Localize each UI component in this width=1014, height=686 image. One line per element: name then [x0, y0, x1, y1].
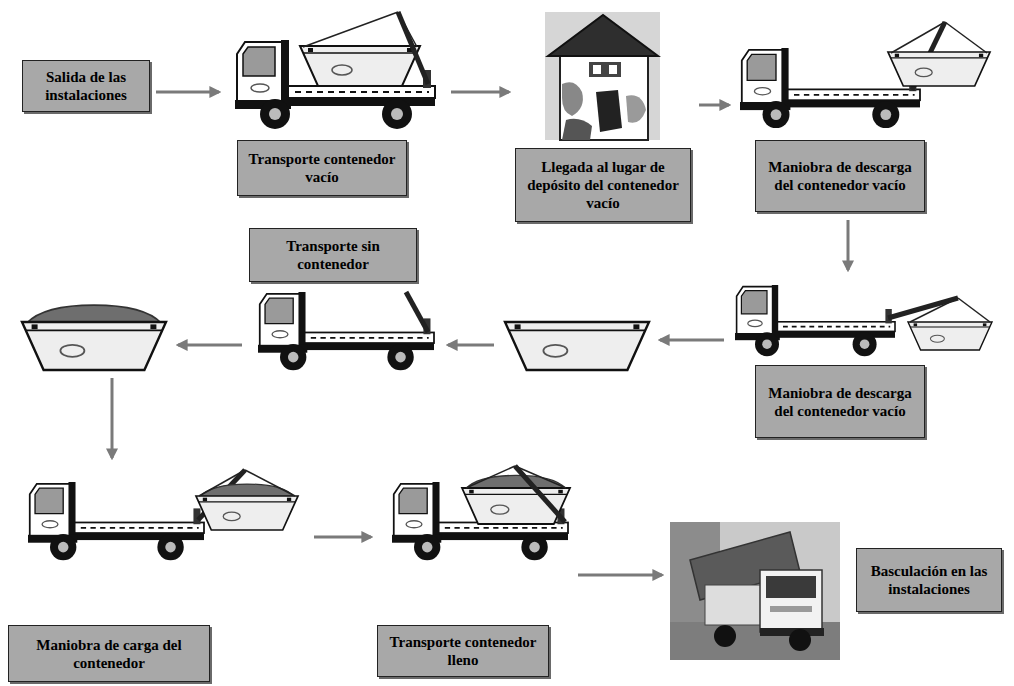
- process-step: Maniobra de descarga del contenedor vací…: [735, 15, 1005, 215]
- step-label-box: Basculación en las instalaciones: [856, 548, 1002, 612]
- truck-photo: [670, 522, 840, 660]
- flow-arrow: [448, 344, 494, 347]
- house-picture: [545, 12, 660, 140]
- truck-lifting-skip: [945, 22, 987, 53]
- house-picture: [562, 82, 583, 116]
- house-picture: [548, 15, 658, 56]
- truck-empty-skip: [235, 40, 435, 129]
- truck-loading-skip: [245, 470, 295, 496]
- truck-without-skip: [258, 292, 434, 370]
- step-label: Llegada al lugar de depósito del contene…: [522, 158, 684, 212]
- step-label: Transporte contenedor lleno: [384, 633, 542, 669]
- truck-empty-skip: [398, 12, 428, 84]
- flow-arrow: [156, 91, 219, 94]
- truck-lowering-skip: [908, 322, 992, 350]
- full-skip: [22, 305, 166, 370]
- flow-arrow: [112, 340, 724, 458]
- step-label-box: Maniobra de descarga del contenedor vací…: [755, 140, 925, 212]
- truck-full-skip: [515, 466, 565, 522]
- flow-arrow: [451, 91, 509, 94]
- truck-lowering-skip: [958, 298, 990, 322]
- process-step: Transporte contenedor vacío: [225, 10, 445, 200]
- flow-arrow: [578, 574, 662, 577]
- truck-without-skip: [406, 292, 428, 332]
- truck-loading-skip: [199, 470, 245, 496]
- truck-lifting-skip: [888, 52, 990, 86]
- truck-lowering-skip: [735, 285, 992, 356]
- process-step: Salida de las instalaciones: [22, 60, 150, 112]
- truck-photo: [770, 606, 812, 612]
- truck-empty-skip: [235, 12, 435, 129]
- flow-arrow: [699, 104, 729, 107]
- truck-lowering-skip: [735, 285, 895, 356]
- step-label: Transporte sin contenedor: [256, 237, 410, 273]
- flow-arrow: [111, 378, 114, 458]
- step-label: Transporte contenedor vacío: [244, 150, 400, 186]
- step-label: Basculación en las instalaciones: [863, 562, 995, 598]
- step-label-box: Maniobra de descarga del contenedor vací…: [755, 365, 925, 438]
- step-label-box: Salida de las instalaciones: [22, 60, 150, 112]
- house-picture: [593, 65, 601, 74]
- process-step: Llegada al lugar de depósito del contene…: [515, 10, 693, 225]
- connector-layer: [156, 92, 848, 575]
- step-label: Salida de las instalaciones: [29, 68, 143, 104]
- house-picture: [562, 119, 592, 140]
- truck-photo: [789, 629, 811, 651]
- process-step: Maniobra de carga del contenedor: [8, 465, 308, 683]
- truck-photo: [670, 522, 840, 660]
- step-label: Maniobra de carga del contenedor: [15, 636, 203, 672]
- process-step: Maniobra de descarga del contenedor vací…: [730, 275, 1010, 440]
- house-picture: [589, 62, 621, 77]
- truck-full-skip: [466, 466, 515, 488]
- truck-full-skip: [392, 466, 570, 560]
- process-step: Transporte sin contenedor: [249, 228, 444, 368]
- step-label: Maniobra de descarga del contenedor vací…: [762, 158, 918, 194]
- truck-empty-skip: [303, 12, 398, 47]
- flow-arrow: [314, 536, 371, 539]
- truck-without-skip: [258, 292, 434, 370]
- truck-lowering-skip: [910, 298, 958, 322]
- truck-photo: [760, 570, 822, 632]
- house-picture: [609, 65, 617, 74]
- process-step: Basculación en las instalaciones: [668, 520, 1008, 665]
- step-label-box: Transporte contenedor vacío: [237, 140, 407, 196]
- truck-photo: [714, 625, 736, 647]
- process-step: Transporte contenedor lleno: [377, 460, 572, 678]
- flow-arrow: [660, 339, 724, 342]
- truck-loading-skip: [196, 484, 298, 530]
- truck-loading-skip: [28, 470, 298, 560]
- truck-empty-skip: [398, 12, 417, 47]
- step-label-box: Transporte contenedor lleno: [377, 625, 549, 677]
- flow-arrow: [178, 344, 242, 347]
- step-label: Maniobra de descarga del contenedor vací…: [762, 384, 918, 420]
- truck-photo: [766, 576, 816, 598]
- empty-skip: [505, 322, 649, 370]
- step-label-box: Llegada al lugar de depósito del contene…: [515, 148, 691, 222]
- house-picture: [596, 90, 622, 132]
- house-picture: [560, 52, 648, 140]
- truck-lifting-skip: [891, 22, 945, 53]
- truck-loading-skip: [28, 482, 204, 560]
- truck-lifting-skip: [740, 22, 990, 128]
- flow-arrow: [847, 220, 850, 270]
- step-label-box: Transporte sin contenedor: [249, 228, 417, 282]
- house-picture: [626, 95, 646, 123]
- truck-empty-skip: [300, 46, 420, 86]
- truck-full-skip: [515, 466, 566, 488]
- step-label-box: Maniobra de carga del contenedor: [8, 625, 210, 682]
- truck-photo: [705, 585, 765, 625]
- house-picture: [545, 12, 660, 140]
